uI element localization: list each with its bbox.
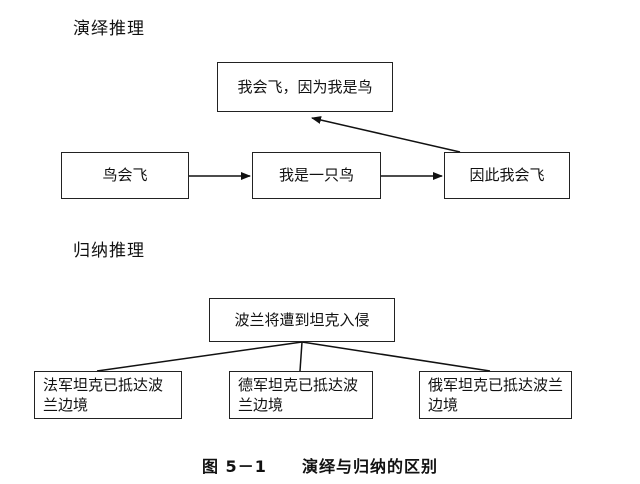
- line-observation-2-to-conclusion: [299, 341, 303, 372]
- line-observation-3-to-conclusion: [301, 341, 491, 372]
- figure-number: 图 5－1: [201, 457, 267, 476]
- induction-observation-3: 俄军坦克已抵达波兰边境: [419, 371, 572, 419]
- line-observation-1-to-conclusion: [96, 341, 303, 372]
- deduction-premise-box: 鸟会飞: [61, 152, 189, 199]
- induction-observation-2: 德军坦克已抵达波兰边境: [229, 371, 373, 419]
- deduction-title: 演绎推理: [73, 19, 145, 39]
- deduction-result-box: 因此我会飞: [444, 152, 570, 199]
- figure-caption: 图 5－1 演绎与归纳的区别: [0, 453, 640, 477]
- deduction-conclusion-box: 我会飞，因为我是鸟: [217, 62, 393, 112]
- induction-title: 归纳推理: [73, 241, 145, 261]
- arrow-result-to-conclusion: [311, 116, 461, 153]
- induction-observation-1: 法军坦克已抵达波兰边境: [34, 371, 182, 419]
- figure-caption-text: 演绎与归纳的区别: [301, 457, 438, 476]
- induction-conclusion-box: 波兰将遭到坦克入侵: [209, 298, 395, 342]
- deduction-middle-box: 我是一只鸟: [252, 152, 381, 199]
